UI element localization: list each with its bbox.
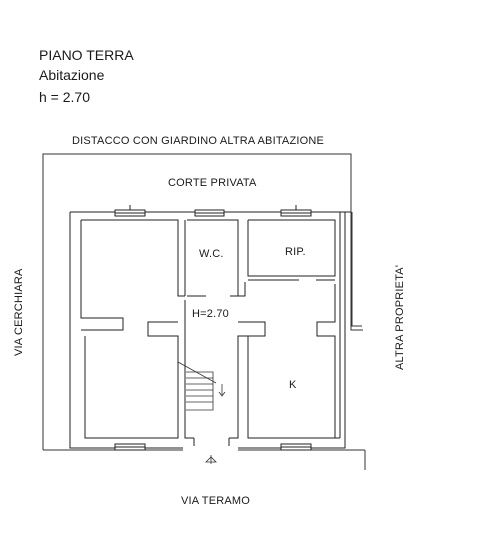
staircase xyxy=(177,361,226,411)
plan-subtitle: Abitazione xyxy=(39,67,105,83)
room-storage-label: RIP. xyxy=(285,246,306,258)
bottom-street-label: VIA TERAMO xyxy=(181,495,251,507)
courtyard-label: CORTE PRIVATA xyxy=(168,177,257,189)
neighbour-boundary xyxy=(350,212,363,331)
plan-title: PIANO TERRA xyxy=(39,47,134,63)
windows xyxy=(114,205,312,451)
entrance-marker xyxy=(205,455,217,464)
plan-height: h = 2.70 xyxy=(39,89,90,105)
building-walls xyxy=(69,211,351,449)
room-wc-label: W.C. xyxy=(199,248,224,260)
neighbour-boundary-inner xyxy=(351,212,362,327)
interior-height-label: H=2.70 xyxy=(192,308,229,320)
left-street-label: VIA CERCHIARA xyxy=(13,268,25,356)
room-kitchen-label: K xyxy=(289,379,297,391)
site-boundary-line xyxy=(42,153,352,450)
top-boundary-label: DISTACCO CON GIARDINO ALTRA ABITAZIONE xyxy=(72,135,325,147)
right-property-label: ALTRA PROPRIETA' xyxy=(394,264,406,370)
